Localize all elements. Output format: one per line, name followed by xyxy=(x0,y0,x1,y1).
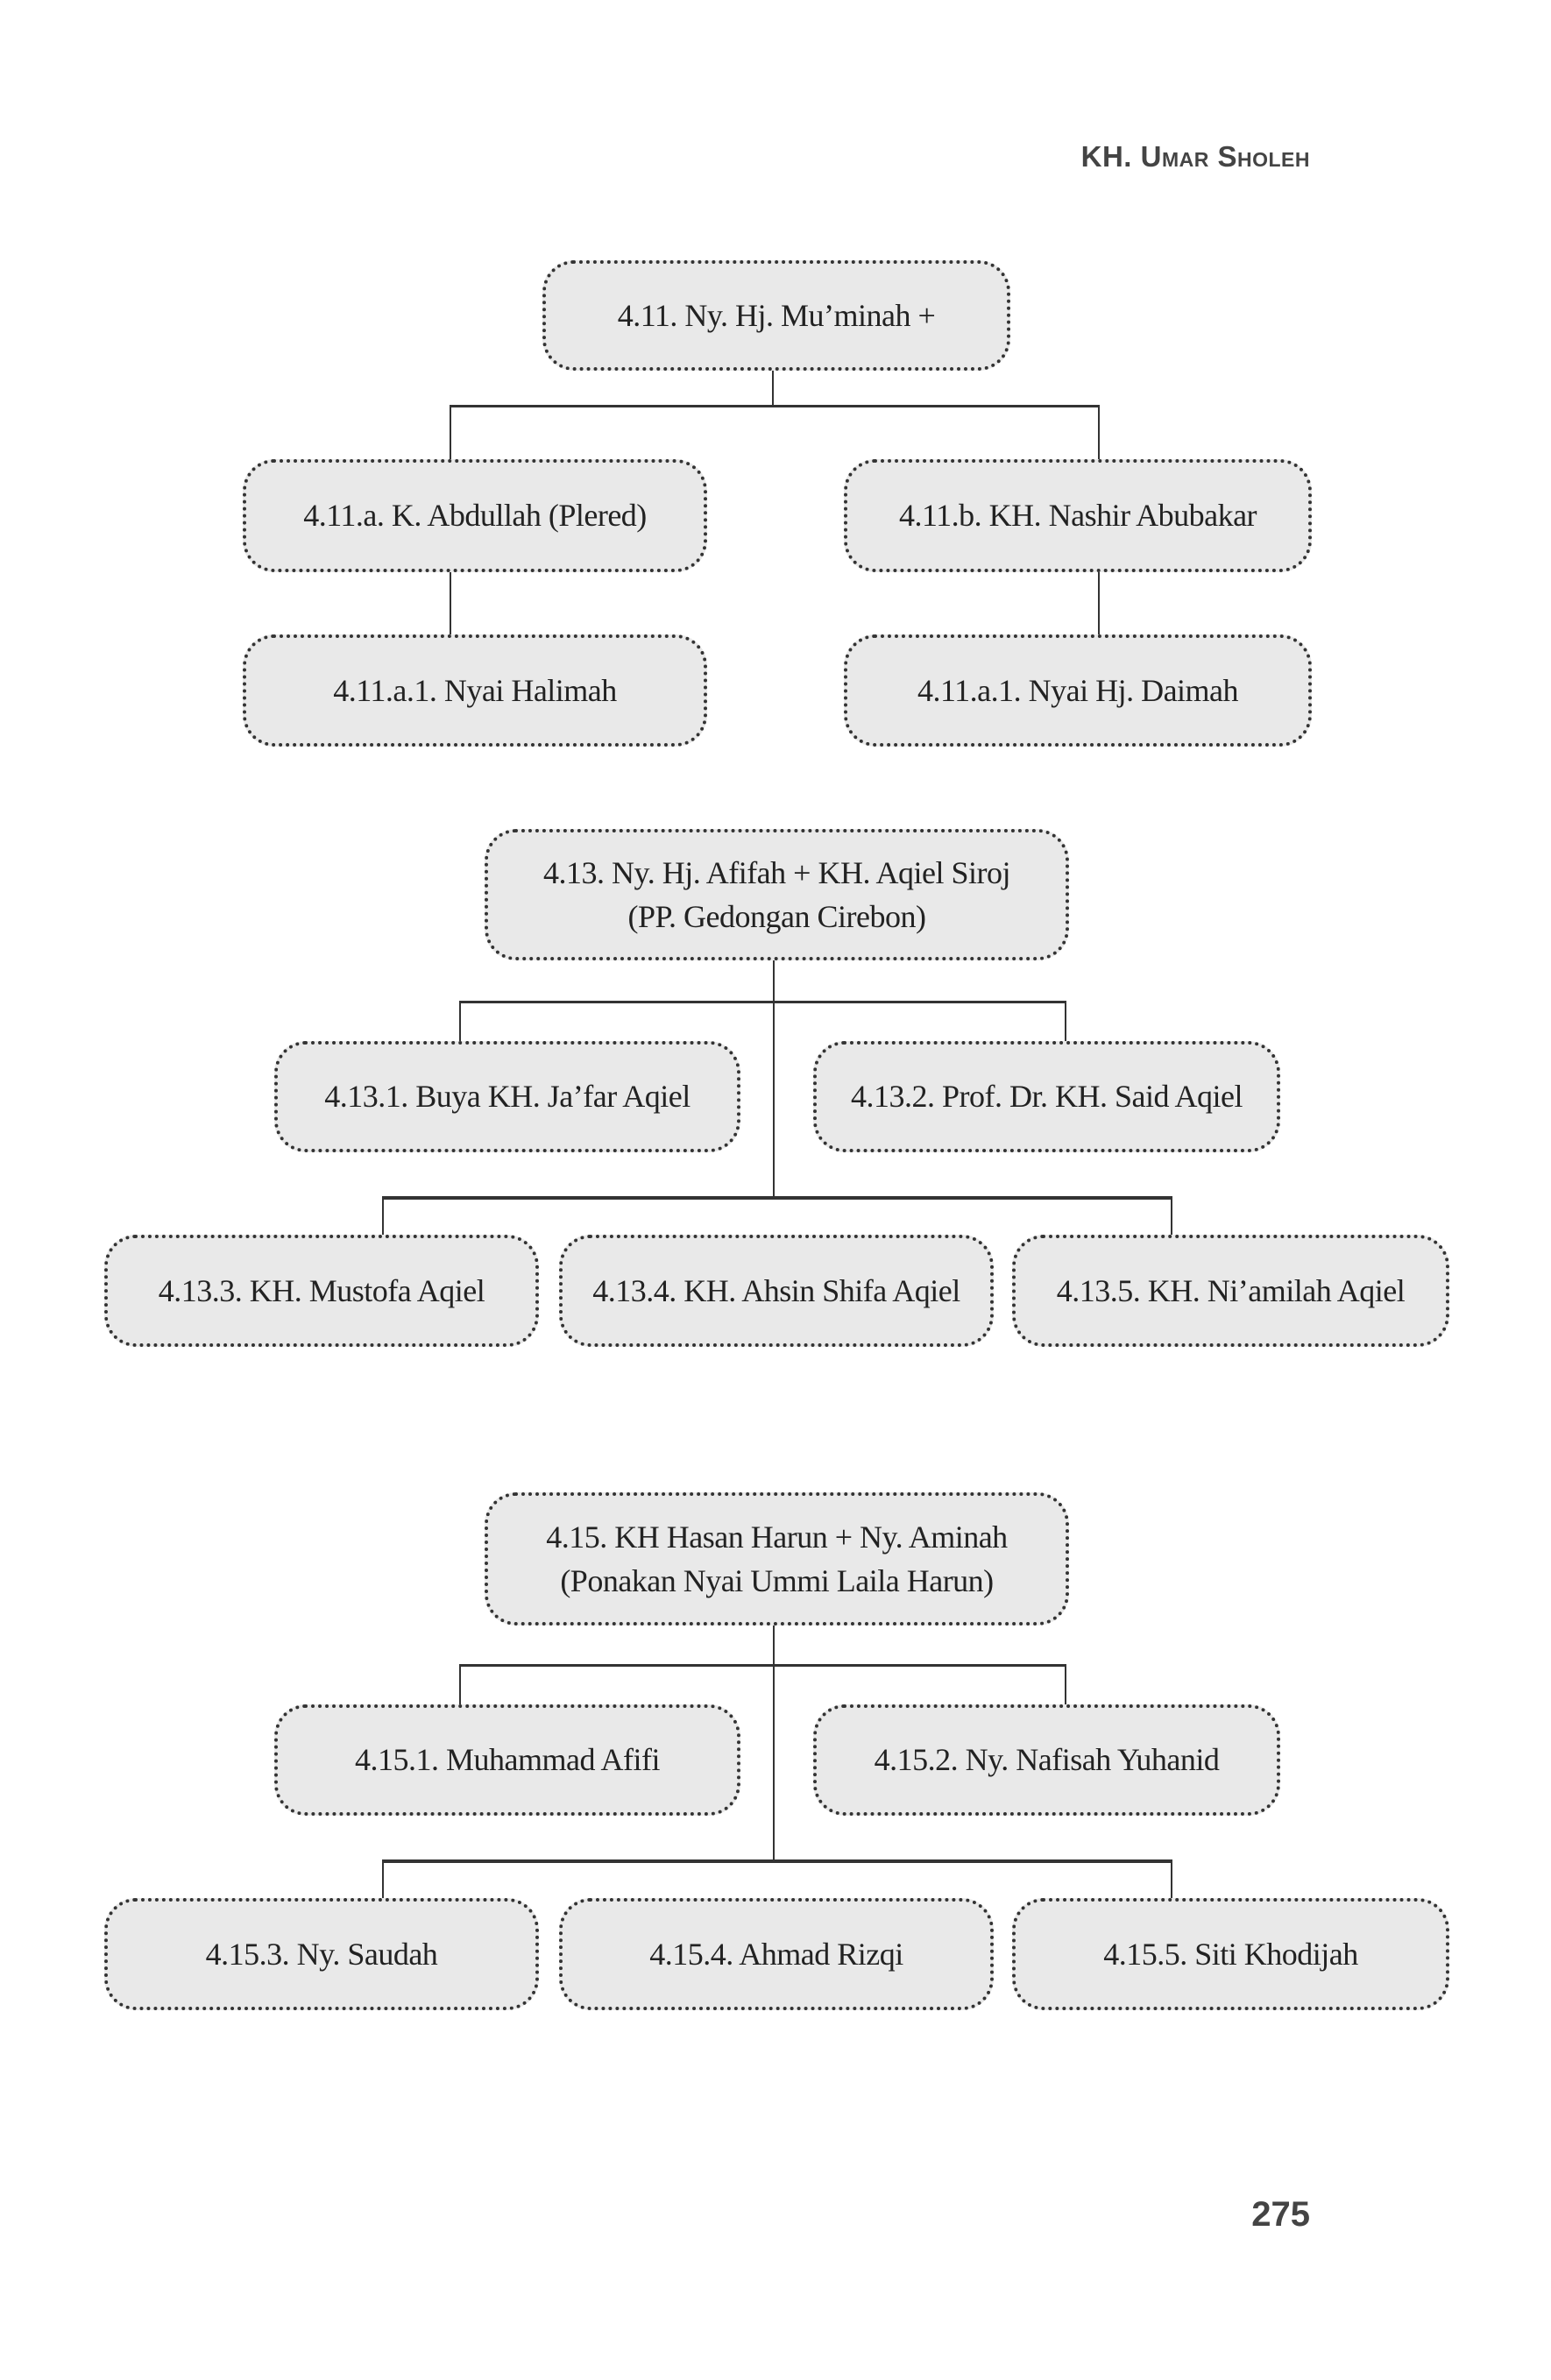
connector xyxy=(772,371,774,407)
connector xyxy=(1098,572,1100,634)
connector xyxy=(459,1001,461,1041)
node-label: 4.11. Ny. Hj. Mu’minah + xyxy=(617,297,936,333)
node-4-15-1: 4.15.1. Muhammad Afifi xyxy=(274,1704,740,1816)
node-4-13-3: 4.13.3. KH. Mustofa Aqiel xyxy=(104,1235,539,1347)
node-4-13-4: 4.13.4. KH. Ahsin Shifa Aqiel xyxy=(559,1235,994,1347)
connector xyxy=(382,1196,384,1235)
node-4-11-b: 4.11.b. KH. Nashir Abubakar xyxy=(844,459,1312,572)
node-4-11-a: 4.11.a. K. Abdullah (Plered) xyxy=(243,459,707,572)
node-4-15-3: 4.15.3. Ny. Saudah xyxy=(104,1898,539,2010)
node-4-15-5: 4.15.5. Siti Khodijah xyxy=(1012,1898,1449,2010)
node-label: 4.15.2. Ny. Nafisah Yuhanid xyxy=(874,1742,1220,1778)
node-label: 4.15.1. Muhammad Afifi xyxy=(355,1742,660,1778)
node-label-sub: (Ponakan Nyai Ummi Laila Harun) xyxy=(560,1563,994,1598)
node-label: 4.11.a. K. Abdullah (Plered) xyxy=(303,498,647,534)
node-label: 4.15.3. Ny. Saudah xyxy=(205,1936,438,1972)
node-label: 4.13.1. Buya KH. Ja’far Aqiel xyxy=(324,1079,691,1115)
node-4-13-2: 4.13.2. Prof. Dr. KH. Said Aqiel xyxy=(813,1041,1280,1152)
node-4-11-a-1: 4.11.a.1. Nyai Halimah xyxy=(243,634,707,747)
connector xyxy=(382,1859,384,1898)
connector xyxy=(459,1001,1066,1003)
node-4-11: 4.11. Ny. Hj. Mu’minah + xyxy=(542,260,1010,371)
node-4-11-b-1: 4.11.a.1. Nyai Hj. Daimah xyxy=(844,634,1312,747)
connector xyxy=(459,1664,1066,1667)
node-label: 4.13.5. KH. Ni’amilah Aqiel xyxy=(1056,1272,1406,1308)
node-4-15-2: 4.15.2. Ny. Nafisah Yuhanid xyxy=(813,1704,1280,1816)
node-4-13-1: 4.13.1. Buya KH. Ja’far Aqiel xyxy=(274,1041,740,1152)
node-label: 4.11.a.1. Nyai Halimah xyxy=(333,672,617,708)
node-label: 4.15. KH Hasan Harun + Ny. Aminah xyxy=(546,1519,1008,1555)
connector xyxy=(1171,1859,1172,1898)
node-4-15: 4.15. KH Hasan Harun + Ny. Aminah (Ponaka… xyxy=(485,1492,1069,1626)
connector xyxy=(1065,1664,1066,1704)
node-4-13-5: 4.13.5. KH. Ni’amilah Aqiel xyxy=(1012,1235,1449,1347)
node-label-sub: (PP. Gedongan Cirebon) xyxy=(627,899,926,934)
connector xyxy=(459,1664,461,1704)
node-label: 4.13.3. KH. Mustofa Aqiel xyxy=(158,1272,485,1308)
connector xyxy=(773,1626,775,1862)
page-number: 275 xyxy=(1251,2195,1310,2234)
running-header: KH. Umar Sholeh xyxy=(1080,140,1310,173)
connector xyxy=(773,960,775,1199)
node-4-15-4: 4.15.4. Ahmad Rizqi xyxy=(559,1898,994,2010)
connector xyxy=(1098,405,1100,459)
connector xyxy=(382,1859,1172,1863)
node-label: 4.13.4. KH. Ahsin Shifa Aqiel xyxy=(592,1272,960,1308)
connector xyxy=(1065,1001,1066,1041)
node-label: 4.11.b. KH. Nashir Abubakar xyxy=(898,498,1257,534)
connector xyxy=(382,1196,1172,1200)
node-label: 4.13. Ny. Hj. Afifah + KH. Aqiel Siroj xyxy=(543,854,1010,890)
node-label: 4.15.5. Siti Khodijah xyxy=(1103,1936,1358,1972)
node-label: 4.15.4. Ahmad Rizqi xyxy=(649,1936,903,1972)
connector xyxy=(450,405,1100,407)
connector xyxy=(450,572,451,634)
node-label: 4.13.2. Prof. Dr. KH. Said Aqiel xyxy=(851,1079,1243,1115)
node-4-13: 4.13. Ny. Hj. Afifah + KH. Aqiel Siroj (P… xyxy=(485,829,1069,960)
connector xyxy=(1171,1196,1172,1235)
connector xyxy=(450,405,451,459)
node-label: 4.11.a.1. Nyai Hj. Daimah xyxy=(917,672,1239,708)
